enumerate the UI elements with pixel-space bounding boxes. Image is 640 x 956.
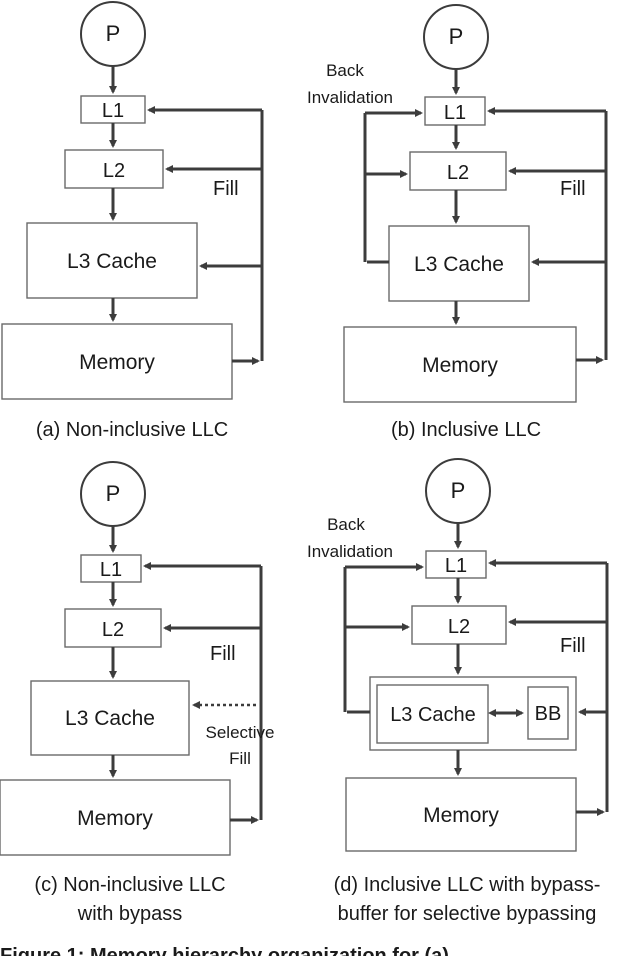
l1-label: L1: [444, 102, 466, 124]
l1-label: L1: [102, 100, 124, 122]
panel-caption: (a) Non-inclusive LLC: [36, 419, 228, 441]
processor-label: P: [106, 21, 121, 46]
l3-cache-box: [388, 225, 530, 302]
panel-c: P L1 L2 L3 Cache Memory Fill Selective F…: [0, 461, 275, 925]
panel-d: P L1 L2 L3 Cache BB Memory Fill Back Inv…: [307, 458, 609, 925]
fill-label: Fill: [560, 178, 586, 200]
memory-label: Memory: [422, 354, 498, 377]
panel-b: P L1 L2 L3 Cache Memory Fill Back Invali…: [307, 4, 608, 441]
selective-fill-label: Fill: [229, 749, 251, 768]
l3-cache-box: [376, 684, 489, 744]
memory-label: Memory: [77, 807, 153, 830]
fill-label: Fill: [213, 178, 239, 200]
l3-cache-label: L3 Cache: [67, 250, 157, 273]
panel-caption: (c) Non-inclusive LLC: [34, 874, 225, 896]
l1-box: [425, 550, 487, 579]
l2-box: [409, 151, 507, 191]
processor-label: P: [106, 481, 121, 506]
l3-cache-label: L3 Cache: [414, 253, 504, 276]
l1-label: L1: [445, 555, 467, 577]
bypass-buffer-label: BB: [535, 703, 562, 725]
memory-box: [343, 326, 577, 403]
fill-label: Fill: [210, 643, 236, 665]
processor-label: P: [449, 24, 464, 49]
selective-fill-label: Selective: [206, 723, 275, 742]
memory-box: [0, 779, 231, 856]
fill-label: Fill: [560, 635, 586, 657]
panel-caption: (d) Inclusive LLC with bypass-: [334, 874, 601, 896]
l2-label: L2: [103, 160, 125, 182]
bypass-buffer-box: [527, 686, 569, 740]
processor-label: P: [451, 478, 466, 503]
back-invalidation-label: Invalidation: [307, 88, 393, 107]
l1-label: L1: [100, 559, 122, 581]
l2-label: L2: [102, 619, 124, 641]
l1-box: [80, 554, 142, 583]
l3-cache-label: L3 Cache: [65, 707, 155, 730]
back-invalidation-label: Back: [326, 61, 364, 80]
memory-box: [345, 777, 577, 852]
l2-label: L2: [447, 162, 469, 184]
back-invalidation-label: Back: [327, 515, 365, 534]
panel-caption: (b) Inclusive LLC: [391, 419, 541, 441]
l3-cache-box: [30, 680, 190, 756]
panel-caption: with bypass: [77, 903, 183, 925]
memory-box: [1, 323, 233, 400]
memory-label: Memory: [423, 804, 499, 827]
back-invalidation-label: Invalidation: [307, 542, 393, 561]
panel-caption: buffer for selective bypassing: [338, 903, 597, 925]
l1-box: [80, 95, 146, 124]
l3-cache-label: L3 Cache: [390, 704, 476, 726]
l2-box: [64, 608, 162, 648]
figure-caption: Figure 1: Memory hierarchy organization …: [0, 945, 449, 956]
memory-label: Memory: [79, 351, 155, 374]
l2-box: [64, 149, 164, 189]
l2-box: [411, 605, 507, 645]
panel-a: P L1 L2 L3 Cache Memory Fill (a) Non-inc…: [1, 1, 264, 441]
l3-cache-box: [26, 222, 198, 299]
l2-label: L2: [448, 616, 470, 638]
